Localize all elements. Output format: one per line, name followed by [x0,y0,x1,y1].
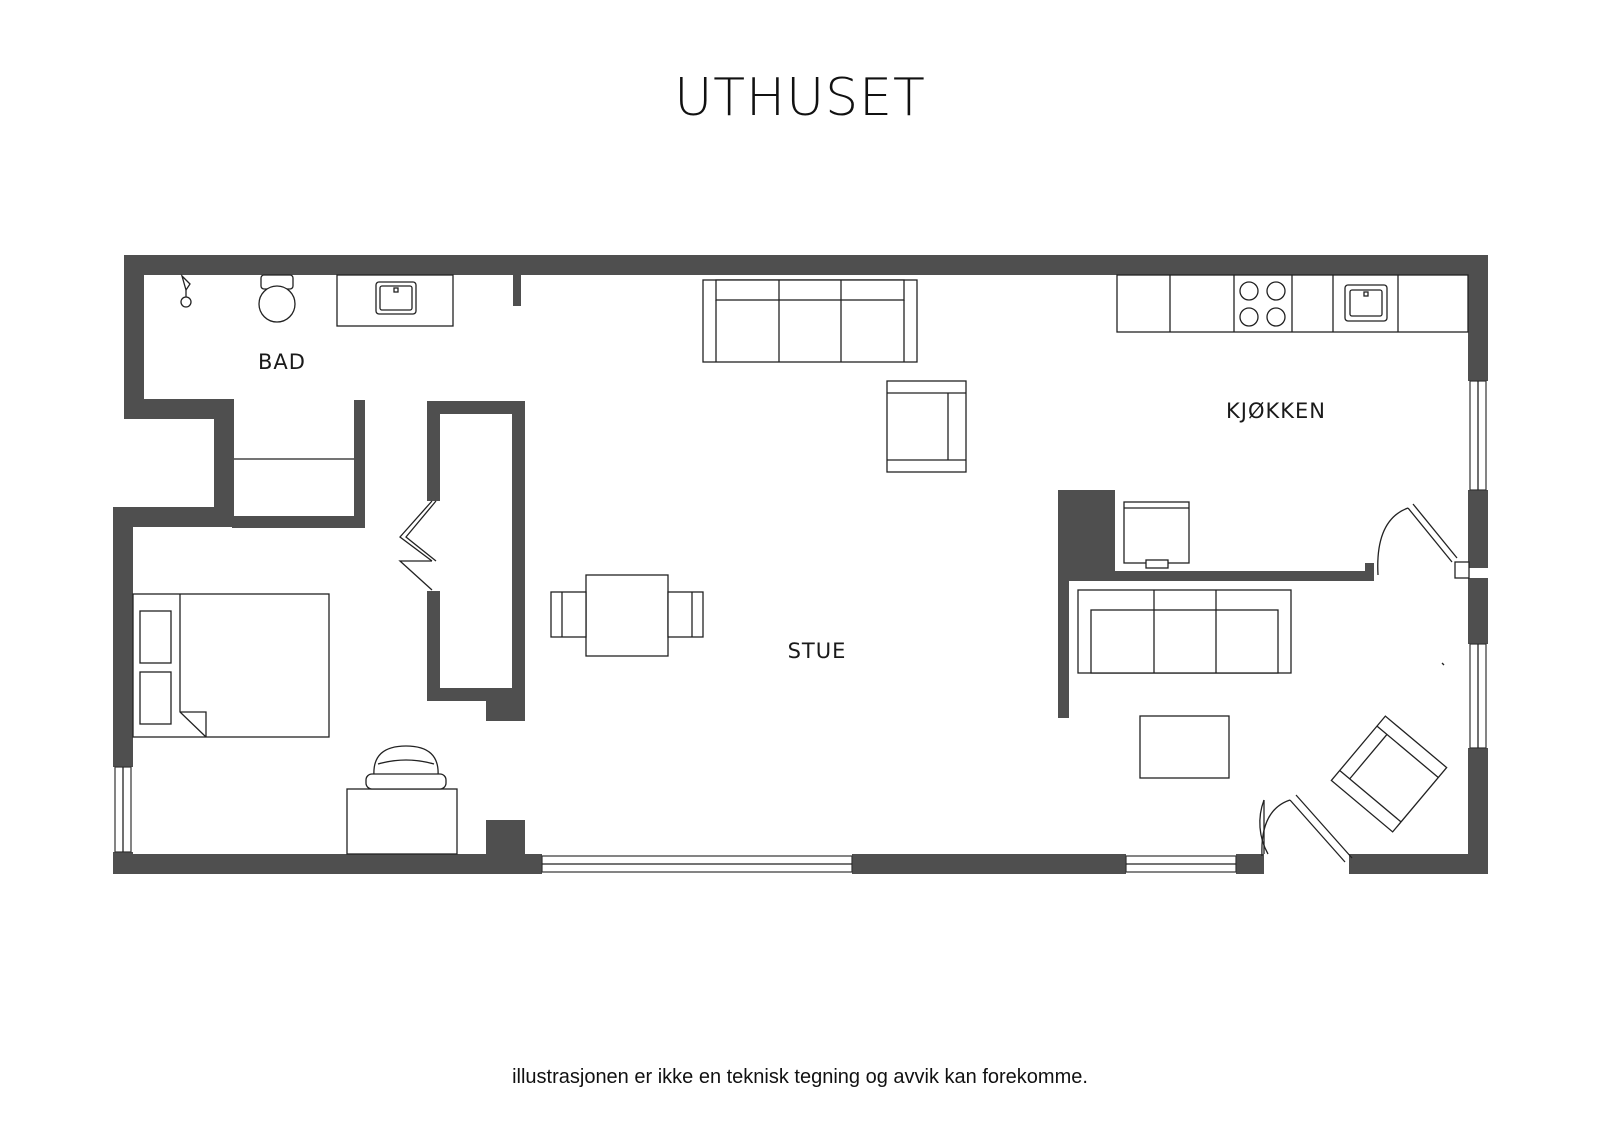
wall-bottom-3 [1236,854,1264,874]
closet-left-bottom [427,591,440,701]
dining-table-icon [585,574,669,657]
wall-right-3 [1468,578,1488,644]
closet-top [427,401,525,414]
kitchen-divider-vertical [1058,490,1069,718]
closet-corner [486,688,525,721]
desk-icon [346,788,458,855]
closet-right [512,401,525,721]
wall-bed-top-left [113,507,234,527]
desk-chair-icon [373,745,439,777]
room-label-stue: STUE [788,639,847,663]
windows [114,380,1487,873]
shower-drain-icon [180,296,192,308]
wall-bottom-2 [852,854,1126,874]
pillow-icon [139,671,172,725]
coffee-table-icon [1139,715,1230,779]
wall-right-2 [1468,490,1488,562]
kitchen-furniture [1116,274,1469,569]
wall-bath-step-down [214,399,234,509]
kitchen-divider-horizontal [1058,571,1369,581]
armchair-icon [886,380,967,473]
kitchen-desk-icon [1123,501,1190,564]
wall-bottom-1 [113,854,542,874]
walls [113,255,1488,874]
bathroom-fixtures [180,273,454,460]
dining-chair-icon [667,591,704,638]
wall-right-4 [1468,748,1488,874]
living-furniture [550,279,1448,833]
wall-left-bath [124,255,144,419]
dining-chair-icon [550,591,587,638]
stove-icon [1239,281,1286,327]
armchair-icon [1330,715,1448,833]
room-label-kjokken: KJØKKEN [1226,399,1326,423]
shower-head-icon [180,273,191,292]
doors [398,500,1488,863]
plan-title: UTHUSET [674,68,926,128]
wall-top [124,255,1488,275]
wall-bed-top [232,516,365,528]
wall-bath-right [354,400,365,528]
closet-left-top [427,401,440,501]
wall-left-bed-2 [113,852,133,874]
wall-left-bed-1 [113,507,133,767]
wall-bottom-4 [1349,854,1488,874]
wall-column-bottom [486,820,525,860]
disclaimer-text: illustrasjonen er ikke en teknisk tegnin… [512,1066,1088,1088]
kitchen-divider-end [1365,563,1374,581]
pillow-icon [139,610,172,664]
room-label-bad: BAD [258,350,306,374]
wall-right-1 [1468,255,1488,381]
wall-stub-top [513,270,521,306]
wall-bath-step [124,399,234,419]
bedroom-furniture [132,593,458,855]
